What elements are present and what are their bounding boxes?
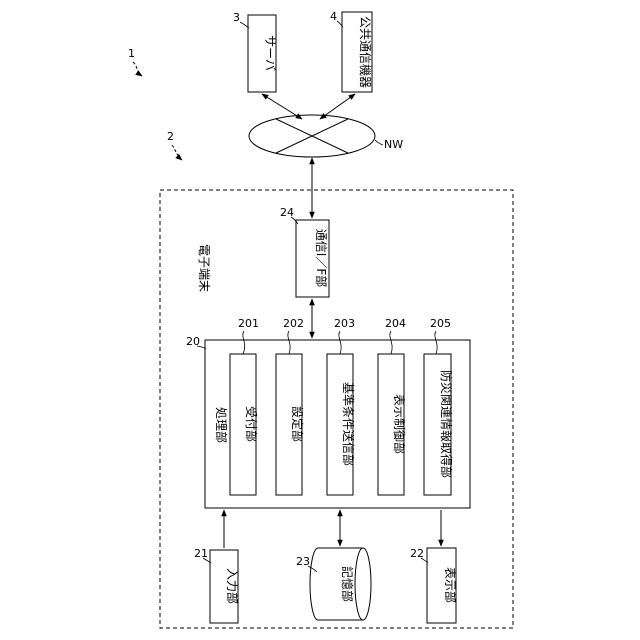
terminal-ref-pointer	[172, 145, 182, 160]
input-ref: 21	[194, 547, 208, 560]
processor-label: 処理部	[214, 407, 229, 443]
system-ref: 1	[128, 47, 135, 60]
server-ref: 3	[233, 11, 240, 24]
display-ctrl-ref: 204	[385, 317, 406, 330]
disaster-ref: 205	[430, 317, 451, 330]
sender-label: 基準条件送信部	[341, 382, 356, 466]
display-ref: 22	[410, 547, 424, 560]
public-comm-label: 公共通信機器	[358, 16, 373, 88]
system-ref-pointer	[133, 62, 142, 76]
terminal-ref: 2	[167, 130, 174, 143]
display-label: 表示部	[443, 567, 458, 603]
public-comm-ref: 4	[330, 10, 337, 23]
terminal-label: 電子端末	[197, 244, 211, 292]
setter-label: 設定部	[290, 406, 305, 442]
disaster-label: 防災関連情報取得部	[439, 370, 454, 478]
receiver-label: 受付部	[244, 406, 259, 442]
setter-ref: 202	[283, 317, 304, 330]
input-label: 入力部	[225, 568, 240, 604]
storage-label: 記憶部	[340, 566, 355, 602]
comm-if-ref: 24	[280, 206, 294, 219]
receiver-ref: 201	[238, 317, 259, 330]
public-comm-nw-arrow	[320, 94, 355, 119]
display-ctrl-label: 表示制御部	[392, 394, 407, 454]
storage-ref: 23	[296, 555, 310, 568]
server-nw-arrow	[262, 94, 302, 119]
network-ref-leader	[375, 140, 383, 145]
sender-ref: 203	[334, 317, 355, 330]
server-label: サーバ	[263, 35, 277, 71]
network-label: NW	[384, 138, 403, 151]
comm-if-label: 通信I／F部	[314, 229, 329, 287]
